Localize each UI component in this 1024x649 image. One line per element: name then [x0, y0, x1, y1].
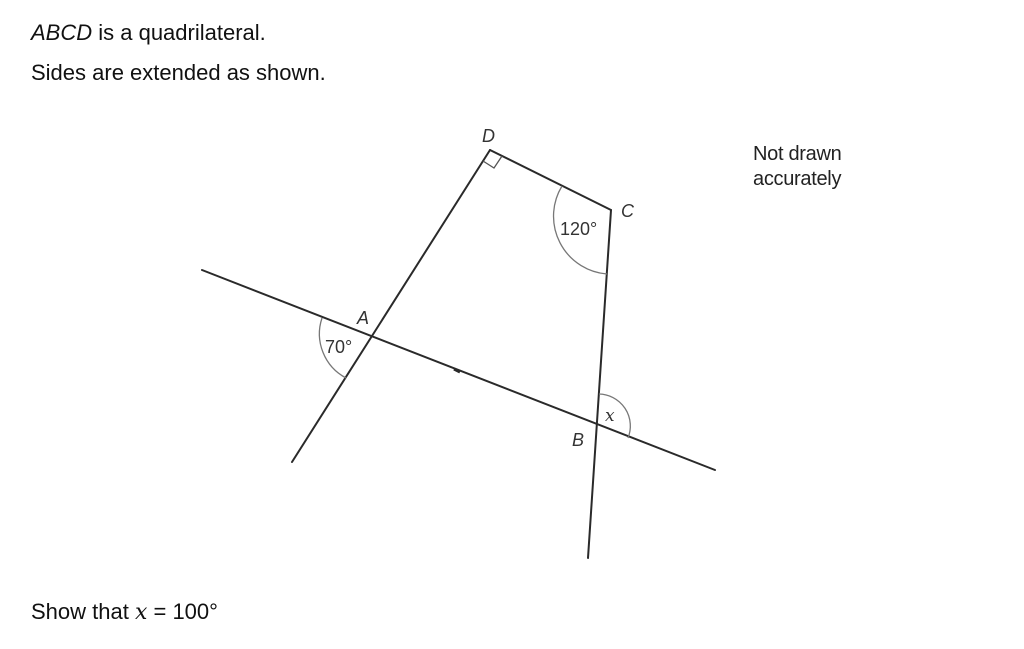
prompt-prefix: Show that: [31, 599, 135, 624]
angle-arc-B: [598, 393, 631, 439]
note-line-2: accurately: [753, 168, 842, 190]
angle-arc-C: [552, 185, 608, 275]
angle-arc-A: [318, 317, 347, 379]
side-DC: [489, 149, 612, 211]
not-drawn-accurately-note: Not drawn accurately: [753, 142, 842, 192]
line-AD-extended: [291, 149, 491, 463]
vertex-label-D: D: [482, 126, 495, 146]
angle-label-C: 120°: [560, 219, 597, 239]
note-line-1: Not drawn: [753, 143, 842, 165]
tick-mark: [453, 367, 461, 374]
question-extension-note: Sides are extended as shown.: [31, 60, 326, 85]
intro-text: is a quadrilateral.: [92, 20, 266, 45]
vertex-label-C: C: [621, 201, 635, 221]
prompt-suffix: = 100°: [147, 599, 218, 624]
prompt-variable: x: [134, 600, 148, 625]
angle-label-A: 70°: [325, 337, 352, 357]
vertex-label-B: B: [572, 430, 584, 450]
question-prompt: Show that x = 100°: [31, 599, 218, 626]
quadrilateral-name: ABCD: [31, 20, 93, 45]
vertex-label-A: A: [356, 308, 369, 328]
angle-label-x: x: [605, 406, 615, 426]
question-intro: ABCD is a quadrilateral.: [31, 20, 266, 46]
right-angle-marker-D: [482, 155, 503, 169]
line-CB-extended: [587, 209, 612, 559]
